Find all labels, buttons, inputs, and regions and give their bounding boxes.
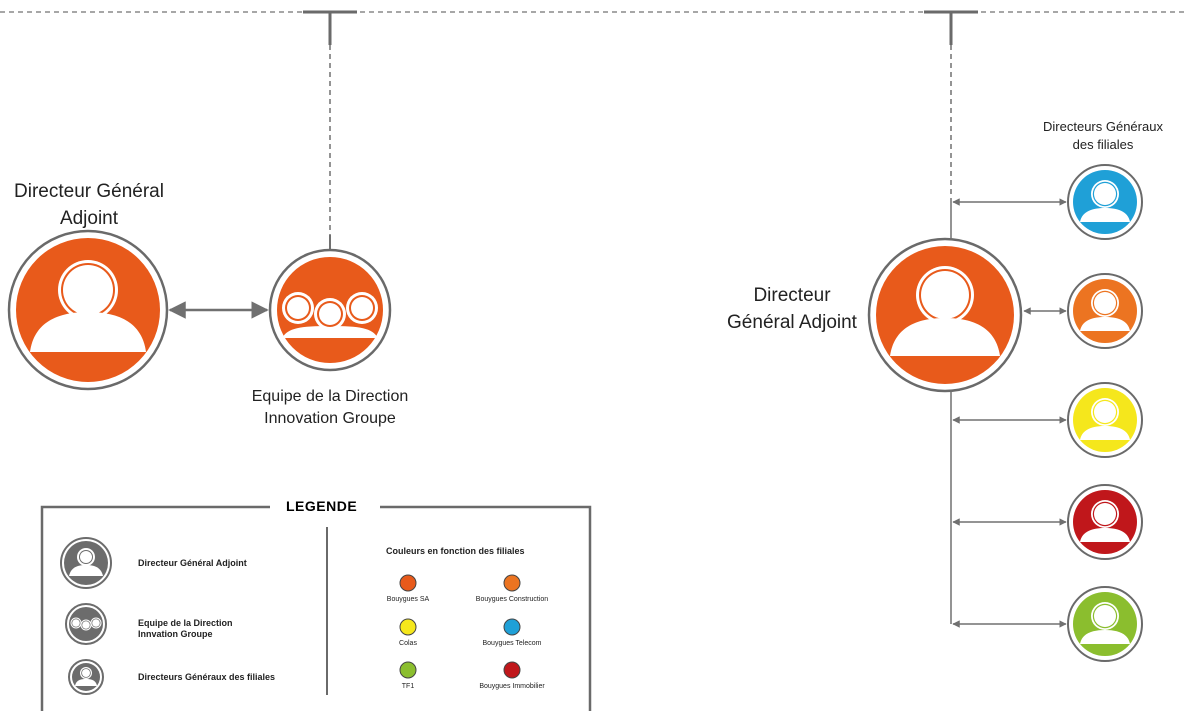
- swatch-dot: [399, 661, 417, 679]
- legend-dga-text: Directeur Général Adjoint: [138, 558, 247, 568]
- left-t-connector: [303, 10, 357, 252]
- person-icon: [30, 260, 146, 352]
- team-label: Equipe de la Direction Innovation Groupe: [220, 386, 440, 430]
- swatch-label: Bouygues SA: [386, 596, 430, 603]
- right-dga-label: Directeur Général Adjoint: [712, 282, 872, 336]
- legend-team-icon: [65, 603, 107, 645]
- swatch-label: Bouygues Telecom: [482, 640, 542, 647]
- legend-team-text: Equipe de la Direction Innvation Groupe: [138, 618, 233, 640]
- right-dga-label-line2: Général Adjoint: [727, 312, 857, 333]
- legend-team-text-line1: Equipe de la Direction: [138, 618, 233, 628]
- legend-box: [40, 505, 592, 711]
- subsidiary-node: [1067, 586, 1143, 662]
- subsidiary-node: [1067, 484, 1143, 560]
- swatch-label: Bouygues Immobilier: [479, 683, 545, 690]
- team-node: [268, 248, 392, 372]
- swatch-label: Bouygues Construction: [475, 596, 549, 603]
- left-dga-label-line1: Directeur Général: [14, 181, 164, 202]
- subsidiary-node: [1067, 273, 1143, 349]
- legend-subs-icon: [68, 659, 104, 695]
- legend-team-text-line2: Innvation Groupe: [138, 629, 213, 639]
- legend-dga-icon: [60, 537, 112, 589]
- legend-subs-text: Directeurs Généraux des filiales: [138, 672, 276, 682]
- subsidiary-node: [1067, 164, 1143, 240]
- team-label-line1: Equipe de la Direction: [251, 388, 409, 405]
- legend-title: LEGENDE: [276, 498, 368, 514]
- swatch-dot: [503, 574, 521, 592]
- left-dga-label: Directeur Général Adjoint: [0, 178, 178, 232]
- swatch-label: TF1: [401, 683, 415, 690]
- subs-label: Directeurs Généraux des filiales: [1018, 118, 1188, 154]
- subs-label-line1: Directeurs Généraux: [1043, 119, 1163, 134]
- branch-arrows: [952, 198, 1067, 628]
- swatch-dot: [399, 574, 417, 592]
- legend-colors-title: Couleurs en fonction des filiales: [386, 546, 525, 556]
- swatch-label: Colas: [399, 640, 417, 647]
- left-dga-label-line2: Adjoint: [59, 208, 119, 229]
- subs-label-line2: des filiales: [1072, 137, 1134, 152]
- swatch-dot: [503, 661, 521, 679]
- swatch-dot: [503, 618, 521, 636]
- subsidiary-node: [1067, 382, 1143, 458]
- right-t-connector: [924, 10, 978, 200]
- team-label-line2: Innovation Groupe: [264, 410, 396, 427]
- left-dga-node: [7, 229, 169, 391]
- right-dga-node: [867, 237, 1023, 393]
- right-dga-label-line1: Directeur: [753, 285, 831, 306]
- subsidiary-nodes: [1067, 164, 1143, 662]
- swatch-dot: [399, 618, 417, 636]
- legend-swatches: [399, 574, 521, 679]
